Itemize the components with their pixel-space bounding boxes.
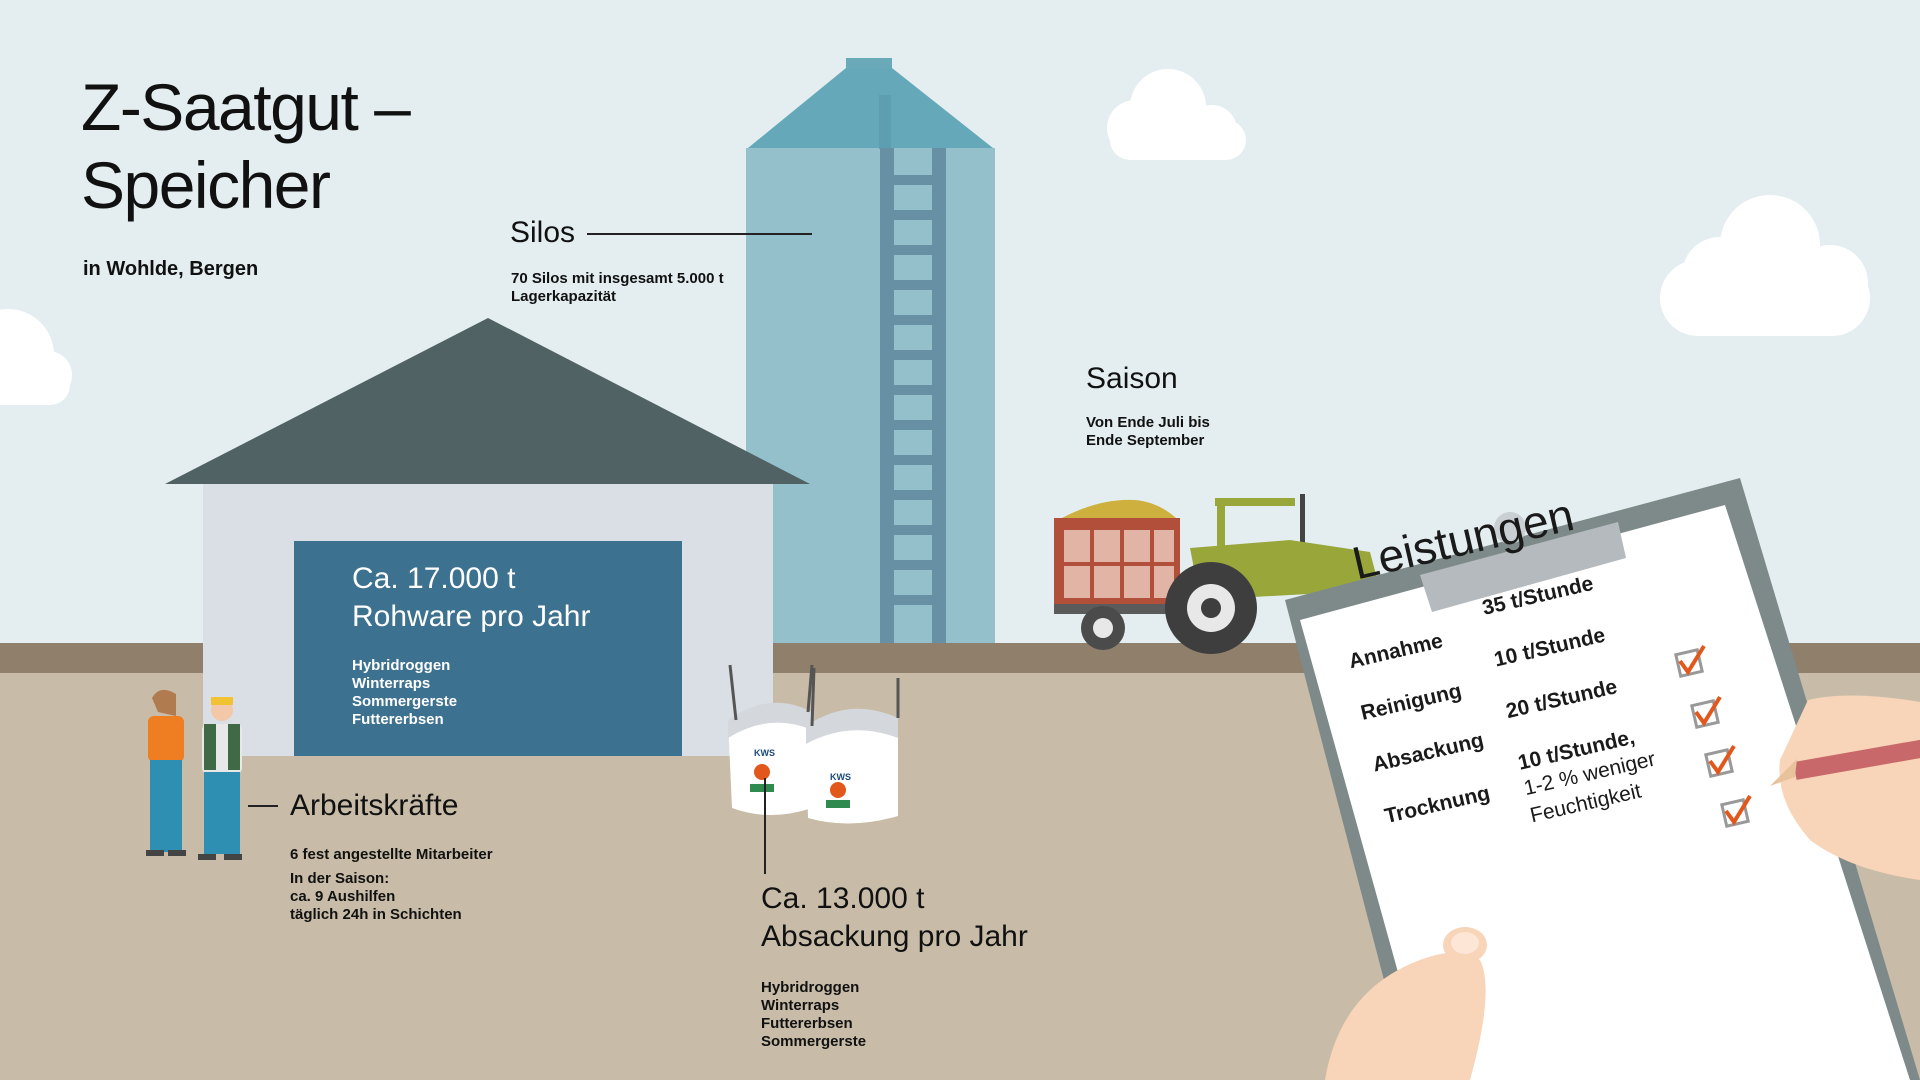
season-line-3: täglich 24h in Schichten <box>290 906 462 923</box>
silos-leader-line <box>587 233 812 235</box>
absackung-crop-list: Hybridroggen Winterraps Futtererbsen Som… <box>761 979 866 1051</box>
bag-logo-label: KWS <box>830 772 851 782</box>
arbeitskraefte-season: In der Saison: ca. 9 Aushilfen täglich 2… <box>290 870 462 924</box>
saison-details: Von Ende Juli bis Ende September <box>1086 414 1210 450</box>
saison-heading: Saison <box>1086 362 1178 395</box>
rohware-line-1: Ca. 17.000 t <box>352 562 516 595</box>
checkbox-icon <box>1704 744 1736 778</box>
crop-item: Hybridroggen <box>761 979 860 996</box>
cloud <box>1660 195 1870 336</box>
saison-line-1: Von Ende Juli bis <box>1086 414 1210 431</box>
silos-line-2: Lagerkapazität <box>511 288 617 305</box>
arbeitskraefte-heading: Arbeitskräfte <box>290 789 459 822</box>
hand-holding-pencil <box>1770 695 1920 880</box>
cloud <box>0 309 72 405</box>
saison-line-2: Ende September <box>1086 432 1205 449</box>
crop-item: Futtererbsen <box>761 1015 853 1032</box>
crop-item: Sommergerste <box>352 693 458 710</box>
rohware-line-2: Rohware pro Jahr <box>352 600 591 633</box>
bag-logo-label: KWS <box>754 748 775 758</box>
crop-item: Winterraps <box>761 997 840 1014</box>
absackung-line-1: Ca. 13.000 t <box>761 882 925 915</box>
checkbox-icon <box>1720 794 1752 828</box>
tractor-with-trailer <box>1054 494 1380 654</box>
hand-holding-clipboard <box>1325 927 1487 1080</box>
checkbox-icon <box>1690 695 1722 729</box>
rohware-crop-list: Hybridroggen Winterraps Sommergerste Fut… <box>352 657 457 729</box>
big-bag <box>806 667 900 824</box>
season-line-1: In der Saison: <box>290 870 390 887</box>
worker-woman <box>146 689 186 856</box>
crop-item: Hybridroggen <box>352 657 451 674</box>
silos-heading: Silos <box>510 216 576 249</box>
location: in Wohlde, Bergen <box>83 258 259 280</box>
title-line-2: Speicher <box>81 148 331 222</box>
silos-details: 70 Silos mit insgesamt 5.000 t Lagerkapa… <box>511 270 724 306</box>
big-bag <box>728 664 814 815</box>
crop-item: Futtererbsen <box>352 711 444 728</box>
warehouse <box>165 318 810 756</box>
title-line-1: Z-Saatgut – <box>81 70 411 144</box>
crop-item: Sommergerste <box>761 1033 867 1050</box>
absackung-leader-line <box>764 778 766 874</box>
checkbox-icon <box>1674 644 1706 678</box>
arbeitskraefte-staff: 6 fest angestellte Mitarbeiter <box>290 846 493 863</box>
worker-man <box>198 697 242 860</box>
absackung-line-2: Absackung pro Jahr <box>761 920 1028 953</box>
arbeitskraefte-leader-line <box>248 805 278 807</box>
season-line-2: ca. 9 Aushilfen <box>290 888 396 905</box>
cloud <box>1107 69 1246 160</box>
silos-line-1: 70 Silos mit insgesamt 5.000 t <box>511 270 724 287</box>
absackung-heading: Ca. 13.000 t Absackung pro Jahr <box>761 880 1028 956</box>
rohware-heading: Ca. 17.000 t Rohware pro Jahr <box>352 560 590 636</box>
page-title: Z-Saatgut – Speicher <box>81 68 411 224</box>
silo <box>746 58 995 643</box>
crop-item: Winterraps <box>352 675 431 692</box>
